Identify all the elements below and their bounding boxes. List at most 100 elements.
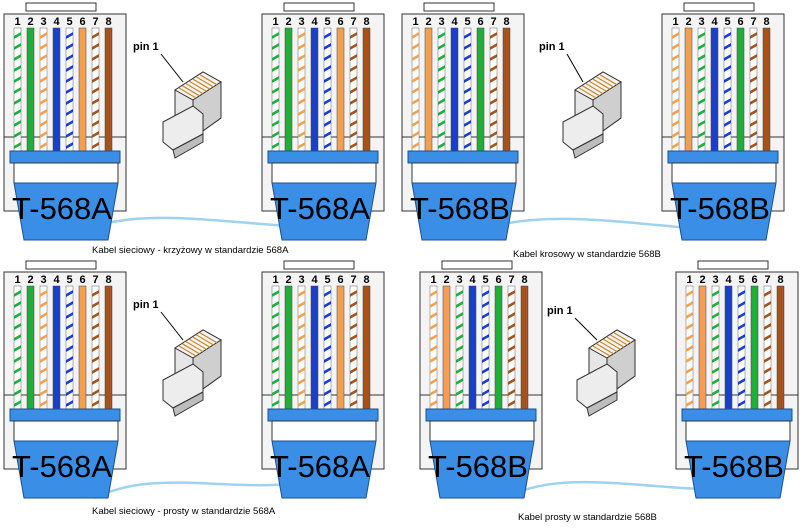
wire-pin-4: 4 bbox=[310, 16, 318, 155]
wire-pin-1: 1 bbox=[271, 16, 280, 155]
pin-number-label: 8 bbox=[363, 274, 369, 286]
pin1-label: pin 1 bbox=[539, 41, 565, 53]
standard-label: T-568A bbox=[12, 449, 112, 484]
wire-pin-2: 2 bbox=[684, 16, 693, 155]
boot-body bbox=[685, 440, 791, 499]
pin1-indicator: pin 1 bbox=[133, 299, 184, 341]
pin-number-label: 6 bbox=[477, 16, 483, 28]
pin-number-label: 6 bbox=[337, 16, 343, 28]
pin-number-label: 8 bbox=[777, 274, 783, 286]
connector-tab bbox=[697, 260, 769, 270]
pin-number-label: 7 bbox=[508, 274, 514, 286]
connector-tab bbox=[25, 2, 97, 12]
wire-pin-2: 2 bbox=[284, 274, 293, 413]
pin-number-label: 1 bbox=[430, 274, 436, 286]
boot-window bbox=[13, 162, 119, 184]
wire-pin-4: 4 bbox=[52, 16, 60, 155]
boot-collar bbox=[9, 150, 121, 164]
wire-pin-4: 4 bbox=[710, 16, 718, 155]
boot-window bbox=[411, 162, 517, 184]
wire-pin-5: 5 bbox=[481, 274, 490, 413]
panel-caption: Kabel krosowy w standardzie 568B bbox=[513, 249, 661, 260]
pin-number-label: 8 bbox=[521, 274, 527, 286]
pin-number-label: 6 bbox=[79, 16, 85, 28]
pin1-indicator: pin 1 bbox=[133, 41, 184, 83]
wire-pin-5: 5 bbox=[65, 274, 74, 413]
pin-number-label: 3 bbox=[698, 16, 704, 28]
boot-body bbox=[13, 182, 119, 241]
wire-pin-1: 1 bbox=[685, 274, 694, 413]
pin-number-label: 3 bbox=[438, 16, 444, 28]
pin-number-label: 4 bbox=[469, 274, 476, 286]
pin-number-label: 1 bbox=[412, 16, 418, 28]
wire-pin-1: 1 bbox=[271, 274, 280, 413]
wire-pin-8: 8 bbox=[502, 16, 511, 155]
pin-number-label: 4 bbox=[711, 16, 718, 28]
pin-number-label: 5 bbox=[66, 16, 72, 28]
pin-number-label: 7 bbox=[764, 274, 770, 286]
wire-pin-6: 6 bbox=[494, 274, 503, 413]
pin-number-label: 3 bbox=[40, 16, 46, 28]
wire-pin-1: 1 bbox=[429, 274, 438, 413]
wire-pin-4: 4 bbox=[468, 274, 476, 413]
pin-number-label: 6 bbox=[79, 274, 85, 286]
pin-number-label: 2 bbox=[27, 16, 33, 28]
wire-pin-8: 8 bbox=[362, 16, 371, 155]
network-cable bbox=[494, 217, 691, 230]
wire-pin-3: 3 bbox=[39, 274, 48, 413]
wire-pin-3: 3 bbox=[697, 16, 706, 155]
pin1-pointer bbox=[574, 317, 598, 341]
pin-number-label: 1 bbox=[672, 16, 678, 28]
pin-number-label: 5 bbox=[464, 16, 470, 28]
wire-pin-2: 2 bbox=[26, 16, 35, 155]
pin-number-label: 2 bbox=[425, 16, 431, 28]
pin-number-label: 6 bbox=[495, 274, 501, 286]
wire-pin-4: 4 bbox=[724, 274, 732, 413]
pin-number-label: 1 bbox=[14, 16, 20, 28]
wire-pin-2: 2 bbox=[698, 274, 707, 413]
boot-body bbox=[271, 440, 377, 499]
wire-pin-8: 8 bbox=[362, 274, 371, 413]
wire-pin-7: 7 bbox=[749, 16, 758, 155]
pin-number-label: 7 bbox=[92, 274, 98, 286]
pin1-pointer bbox=[160, 311, 184, 341]
wire-pin-5: 5 bbox=[737, 274, 746, 413]
pin1-indicator: pin 1 bbox=[539, 41, 584, 83]
pin-number-label: 7 bbox=[750, 16, 756, 28]
wire-pin-3: 3 bbox=[297, 274, 306, 413]
wire-pin-2: 2 bbox=[442, 274, 451, 413]
pin-number-label: 7 bbox=[350, 16, 356, 28]
boot-window bbox=[429, 420, 535, 442]
pin-number-label: 4 bbox=[311, 16, 318, 28]
boot-collar bbox=[267, 150, 379, 164]
pin-number-label: 5 bbox=[738, 274, 744, 286]
wire-pin-4: 4 bbox=[52, 274, 60, 413]
wire-pin-5: 5 bbox=[723, 16, 732, 155]
wire-pin-8: 8 bbox=[104, 16, 113, 155]
wire-pin-6: 6 bbox=[336, 274, 345, 413]
wire-pin-7: 7 bbox=[91, 16, 100, 155]
panel-caption: Kabel sieciowy - prosty w standardzie 56… bbox=[92, 506, 276, 517]
wire-pin-3: 3 bbox=[39, 16, 48, 155]
pin-number-label: 2 bbox=[443, 274, 449, 286]
pin-number-label: 6 bbox=[337, 274, 343, 286]
boot-body bbox=[671, 182, 777, 241]
pin-number-label: 4 bbox=[311, 274, 318, 286]
boot-body bbox=[411, 182, 517, 241]
connector-tab bbox=[423, 2, 495, 12]
rj45-plug-icon bbox=[162, 71, 222, 159]
boot-collar bbox=[267, 408, 379, 422]
wire-pin-6: 6 bbox=[750, 274, 759, 413]
wire-pin-1: 1 bbox=[13, 16, 22, 155]
wire-pin-1: 1 bbox=[13, 274, 22, 413]
pin-number-label: 3 bbox=[712, 274, 718, 286]
pin-number-label: 8 bbox=[363, 16, 369, 28]
standard-label: T-568B bbox=[684, 449, 784, 484]
panel-caption: Kabel prosty w standardzie 568B bbox=[518, 512, 657, 523]
wire-pin-2: 2 bbox=[284, 16, 293, 155]
